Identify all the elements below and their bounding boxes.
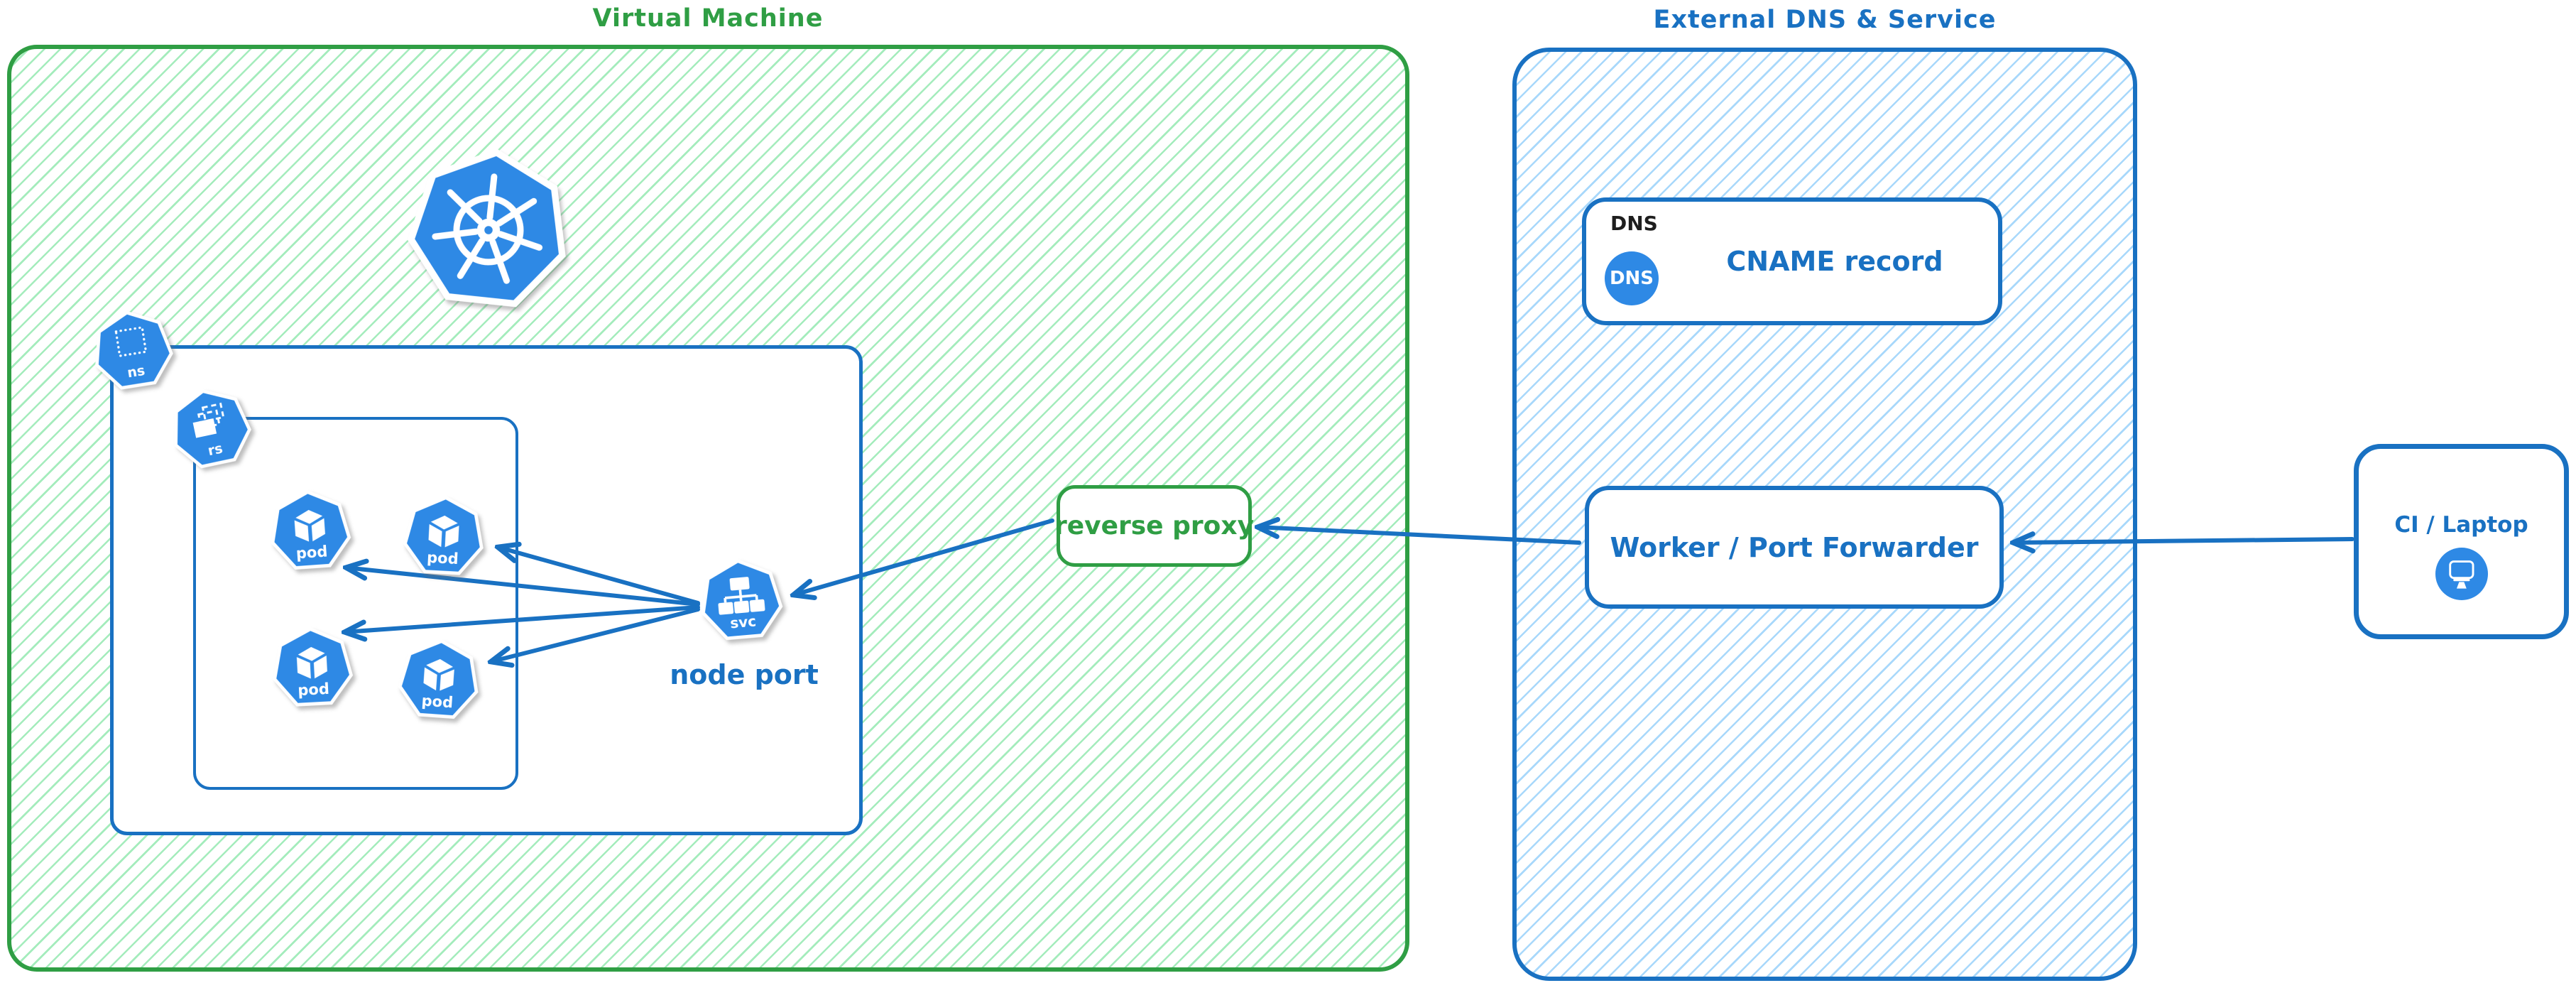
pod-icon-4: pod xyxy=(395,636,483,724)
cname-record-label: CNAME record xyxy=(1726,246,1943,277)
node-port-caption: node port xyxy=(670,659,819,690)
namespace-icon-label: ns xyxy=(126,363,146,381)
cube-icon xyxy=(420,509,469,558)
pod-label: pod xyxy=(297,680,330,700)
stacked-rects-icon xyxy=(183,398,237,452)
dns-badge-text: DNS xyxy=(1609,268,1654,289)
pod-icon-2: pod xyxy=(400,494,487,580)
dns-tag: DNS xyxy=(1610,212,1658,235)
pod-icon-3: pod xyxy=(269,625,356,712)
replicaset-icon: rs xyxy=(163,381,258,477)
external-group-title: External DNS & Service xyxy=(1653,6,1997,34)
dns-cname-node: DNS DNS CNAME record xyxy=(1582,197,2002,325)
pod-icon-1: pod xyxy=(266,487,354,575)
monitor-icon xyxy=(2448,560,2474,589)
ci-laptop-label: CI / Laptop xyxy=(2394,511,2528,538)
ci-laptop-node: CI / Laptop xyxy=(2354,444,2569,639)
dotted-square-icon xyxy=(106,321,158,374)
pod-label: pod xyxy=(426,548,459,568)
vm-group-title: Virtual Machine xyxy=(592,4,824,33)
namespace-icon: ns xyxy=(87,305,179,397)
reverse-proxy-label: reverse proxy xyxy=(1054,511,1255,541)
kubernetes-logo-icon xyxy=(399,141,579,320)
worker-port-forwarder-node: Worker / Port Forwarder xyxy=(1585,486,2004,609)
helm-wheel-icon xyxy=(418,160,559,300)
service-tree-icon xyxy=(711,570,772,631)
pod-label: pod xyxy=(295,543,329,563)
pod-label: pod xyxy=(420,692,454,712)
monitor-badge xyxy=(2435,547,2488,600)
service-icon: svc xyxy=(696,555,787,646)
dns-badge-icon: DNS xyxy=(1605,251,1659,305)
reverse-proxy-node: reverse proxy xyxy=(1054,485,1255,567)
worker-label: Worker / Port Forwarder xyxy=(1610,531,1979,563)
cube-icon xyxy=(285,503,335,553)
cube-icon xyxy=(414,652,464,702)
cube-icon xyxy=(288,640,337,689)
replicaset-box xyxy=(193,417,518,790)
